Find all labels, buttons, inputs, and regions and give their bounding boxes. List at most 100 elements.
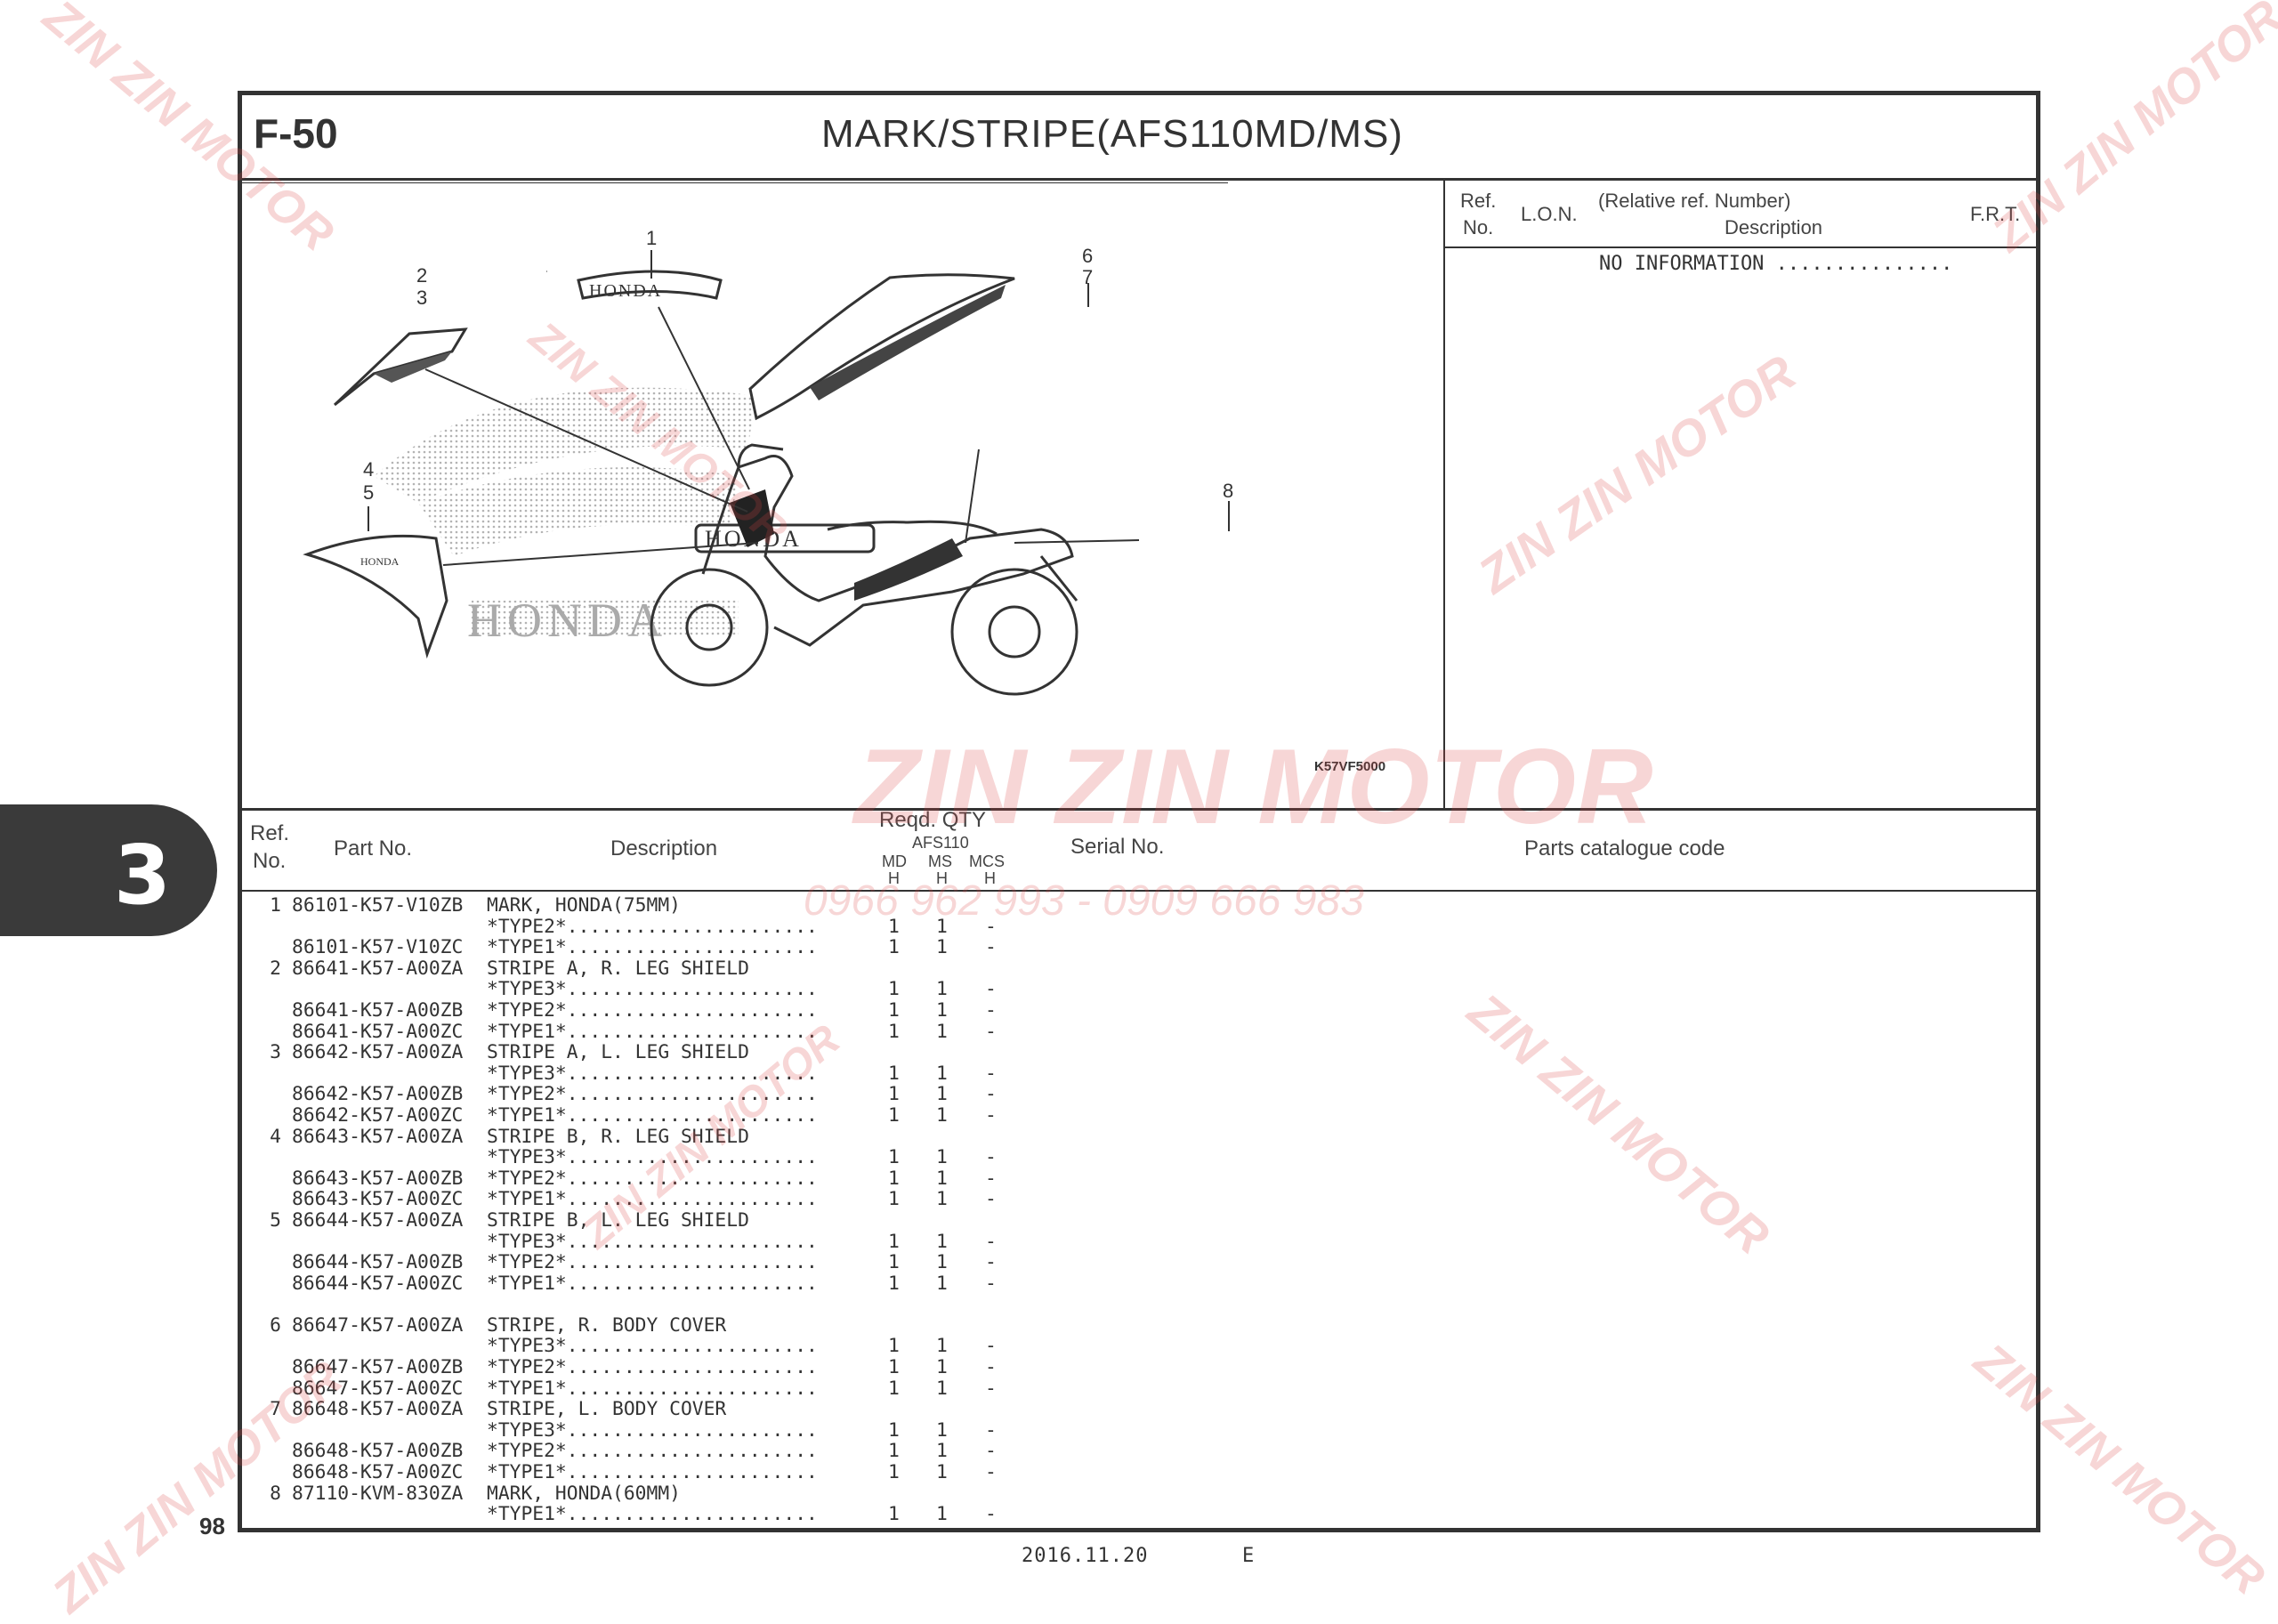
th-ms-h: H <box>936 869 948 887</box>
part-no-cell: 86644-K57-A00ZC <box>292 1272 464 1295</box>
qty-md-cell: 1 <box>888 1377 900 1400</box>
item45-small-text: HONDA <box>360 555 400 568</box>
description-cell: *TYPE2*...................... <box>487 998 818 1022</box>
qty-ms-cell: 1 <box>936 936 948 959</box>
qty-md-cell: 1 <box>888 1272 900 1295</box>
part-no-cell: 86647-K57-A00ZA <box>292 1313 464 1337</box>
description-cell: STRIPE, R. BODY COVER <box>487 1313 727 1337</box>
table-row: 86642-K57-A00ZB*TYPE2*..................… <box>249 1084 1139 1105</box>
table-header-divider <box>238 890 2040 892</box>
qty-md-cell: 1 <box>888 936 900 959</box>
callout-7: 7 <box>1082 266 1093 288</box>
part-no-cell: 86643-K57-A00ZB <box>292 1167 464 1190</box>
part-no-cell: 86641-K57-A00ZA <box>292 957 464 980</box>
no-information-text: NO INFORMATION ............... <box>1599 253 1953 275</box>
part-no-cell: 86101-K57-V10ZB <box>292 894 464 917</box>
table-row: 86647-K57-A00ZB*TYPE2*..................… <box>249 1357 1139 1378</box>
qty-ms-cell: 1 <box>936 1335 948 1358</box>
table-row: 86643-K57-A00ZC*TYPE1*..................… <box>249 1189 1139 1210</box>
qty-ms-cell: 1 <box>936 1103 948 1127</box>
ref-no-cell: 7 <box>270 1398 281 1421</box>
chapter-tab[interactable] <box>0 804 217 936</box>
description-cell: *TYPE2*...................... <box>487 915 818 938</box>
qty-ms-cell: 1 <box>936 1356 948 1379</box>
qty-ms-cell: 1 <box>936 1272 948 1295</box>
description-cell: MARK, HONDA(60MM) <box>487 1482 681 1505</box>
rp-lon-label: L.O.N. <box>1521 203 1578 225</box>
description-cell: *TYPE3*...................... <box>487 978 818 1001</box>
description-cell: *TYPE3*...................... <box>487 1230 818 1253</box>
qty-md-cell: 1 <box>888 998 900 1022</box>
th-ms: MS <box>928 852 952 870</box>
qty-md-cell: 1 <box>888 1020 900 1043</box>
th-model: AFS110 <box>912 834 969 852</box>
description-cell: *TYPE1*...................... <box>487 1103 818 1127</box>
qty-mcs-cell: - <box>985 1083 997 1106</box>
callout-6: 6 <box>1082 245 1093 267</box>
qty-md-cell: 1 <box>888 915 900 938</box>
qty-md-cell: 1 <box>888 1356 900 1379</box>
table-row: 6 86647-K57-A00ZA STRIPE, R. BODY COVER <box>249 1315 1139 1337</box>
callout-5: 5 <box>363 481 374 504</box>
qty-mcs-cell: - <box>985 1230 997 1253</box>
qty-ms-cell: 1 <box>936 1083 948 1106</box>
th-mcs-h: H <box>984 869 996 887</box>
th-mcs: MCS <box>969 852 1005 870</box>
part-no-cell: 86642-K57-A00ZC <box>292 1103 464 1127</box>
qty-ms-cell: 1 <box>936 1230 948 1253</box>
qty-ms-cell: 1 <box>936 915 948 938</box>
part-no-cell: 86101-K57-V10ZC <box>292 936 464 959</box>
qty-ms-cell: 1 <box>936 1503 948 1526</box>
callout-8: 8 <box>1223 480 1233 502</box>
qty-mcs-cell: - <box>985 1020 997 1043</box>
rp-frt-label: F.R.T. <box>1970 203 2021 225</box>
description-cell: *TYPE3*...................... <box>487 1418 818 1442</box>
qty-mcs-cell: - <box>985 1062 997 1085</box>
qty-ms-cell: 1 <box>936 998 948 1022</box>
qty-md-cell: 1 <box>888 1230 900 1253</box>
description-cell: *TYPE2*...................... <box>487 1083 818 1106</box>
qty-ms-cell: 1 <box>936 1377 948 1400</box>
ref-no-cell: 4 <box>270 1125 281 1148</box>
description-cell: STRIPE A, R. LEG SHIELD <box>487 957 749 980</box>
diagram-code: K57VF5000 <box>1314 759 1386 774</box>
part-no-cell: 87110-KVM-830ZA <box>292 1482 464 1505</box>
qty-ms-cell: 1 <box>936 1418 948 1442</box>
callout-1: 1 <box>646 227 657 249</box>
th-md: MD <box>882 852 907 870</box>
qty-mcs-cell: - <box>985 1356 997 1379</box>
qty-md-cell: 1 <box>888 1083 900 1106</box>
qty-mcs-cell: - <box>985 936 997 959</box>
item1-emblem-text: HONDA <box>589 281 662 301</box>
table-row: 86648-K57-A00ZB*TYPE2*..................… <box>249 1441 1139 1462</box>
th-ref-1: Ref. <box>250 821 290 845</box>
qty-mcs-cell: - <box>985 1377 997 1400</box>
ref-no-cell: 6 <box>270 1313 281 1337</box>
ref-no-cell: 3 <box>270 1041 281 1064</box>
dotted-emblem-text: HONDA <box>467 594 667 647</box>
qty-ms-cell: 1 <box>936 1167 948 1190</box>
qty-ms-cell: 1 <box>936 1461 948 1484</box>
qty-mcs-cell: - <box>985 1461 997 1484</box>
page-number: 98 <box>199 1513 225 1539</box>
table-row: *TYPE3*...................... 1 1 - <box>249 1230 1139 1253</box>
table-row: 86647-K57-A00ZC*TYPE1*..................… <box>249 1378 1139 1400</box>
part-no-cell: 86641-K57-A00ZC <box>292 1020 464 1043</box>
table-row: 86641-K57-A00ZC*TYPE1*..................… <box>249 1020 1139 1043</box>
ref-no-cell: 5 <box>270 1208 281 1232</box>
diagram-bottom-divider <box>238 808 2040 811</box>
table-row: 86648-K57-A00ZC*TYPE1*..................… <box>249 1462 1139 1483</box>
qty-mcs-cell: - <box>985 1418 997 1442</box>
qty-md-cell: 1 <box>888 1188 900 1211</box>
qty-md-cell: 1 <box>888 1440 900 1463</box>
qty-mcs-cell: - <box>985 1272 997 1295</box>
